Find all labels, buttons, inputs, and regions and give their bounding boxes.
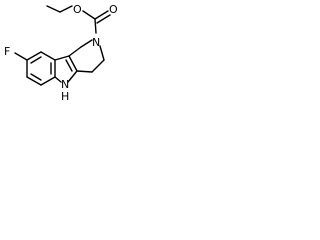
double-bond-c5-c6 (30, 73, 42, 81)
bond-n5-c4b (54, 76, 62, 83)
bond-c4b-c5 (40, 76, 56, 86)
bond-c9-c9a (40, 51, 56, 61)
bond-n2-c3 (99, 45, 105, 61)
fluorine-atom-label: F (4, 45, 10, 58)
bond-c9a-c9b (54, 55, 70, 61)
double-bond-c9b-c4a (65, 59, 73, 72)
carbonyl-oxygen-label: O (109, 3, 118, 16)
bond-c4a-n5 (67, 70, 78, 83)
bond-c9b-c1 (68, 46, 82, 57)
ethyl-8-fluoro-tetrahydro-pyrido-indole-carboxylate-structure: F N O O N H (4, 3, 118, 103)
bond-ch2-ch3 (46, 5, 61, 13)
bond-c9b-c4a (68, 55, 78, 72)
bond-c4-c4a (76, 70, 93, 73)
bond-c5-c6 (26, 76, 42, 86)
benzene-ring (26, 51, 56, 86)
double-bond-carbonyl-co-a (94, 10, 109, 20)
bond-carbonyl-c-ester-o (82, 10, 96, 20)
ethyl-carboxylate-group (46, 5, 111, 34)
bond-n2-carbonyl-c (94, 18, 97, 34)
bond-c3-c4 (91, 59, 105, 73)
bond-c8-c9 (26, 51, 42, 61)
ring-nitrogen-label: N (92, 36, 100, 49)
double-bond-carbonyl-co-b (96, 14, 111, 24)
ester-oxygen-label: O (73, 3, 82, 16)
double-bond-c8-c9 (30, 56, 42, 64)
bond-ester-o-ch2 (59, 5, 73, 13)
pyrrole-ring (54, 55, 78, 83)
indole-nitrogen-label: N (61, 78, 69, 91)
indole-hydrogen-label: H (61, 90, 69, 103)
bond-c8-f (14, 52, 28, 61)
tetrahydropyridine-ring (68, 39, 105, 73)
bond-c1-n2 (80, 39, 93, 48)
